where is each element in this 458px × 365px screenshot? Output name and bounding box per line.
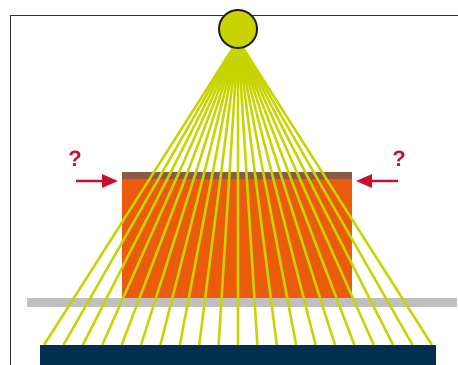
- right-question-mark: ?: [392, 146, 405, 171]
- beam-line: [236, 39, 298, 346]
- x-ray-source-icon: [218, 9, 258, 49]
- beam-line: [139, 39, 240, 346]
- beam-line: [236, 39, 395, 346]
- beam-line: [81, 39, 240, 346]
- left-question-mark: ?: [68, 146, 81, 171]
- beam-line: [236, 39, 337, 346]
- beam-line: [236, 39, 356, 346]
- beam-line: [62, 39, 240, 346]
- beam-line: [42, 39, 240, 346]
- beam-line: [197, 39, 240, 346]
- beam-line: [217, 39, 240, 346]
- patient-table: [27, 298, 457, 307]
- arrow-right-icon: [76, 174, 118, 188]
- beam-line: [178, 39, 240, 346]
- beam-line: [236, 39, 259, 346]
- xray-beams: [42, 39, 434, 346]
- beam-line: [236, 39, 414, 346]
- beam-line: [236, 39, 434, 346]
- arrow-left-icon: [356, 174, 398, 188]
- beam-line: [236, 39, 279, 346]
- detector-plate: [40, 345, 436, 365]
- beam-line: [236, 39, 375, 346]
- beam-line: [101, 39, 240, 346]
- beam-line: [159, 39, 240, 346]
- beam-line: [120, 39, 240, 346]
- beam-line: [236, 39, 317, 346]
